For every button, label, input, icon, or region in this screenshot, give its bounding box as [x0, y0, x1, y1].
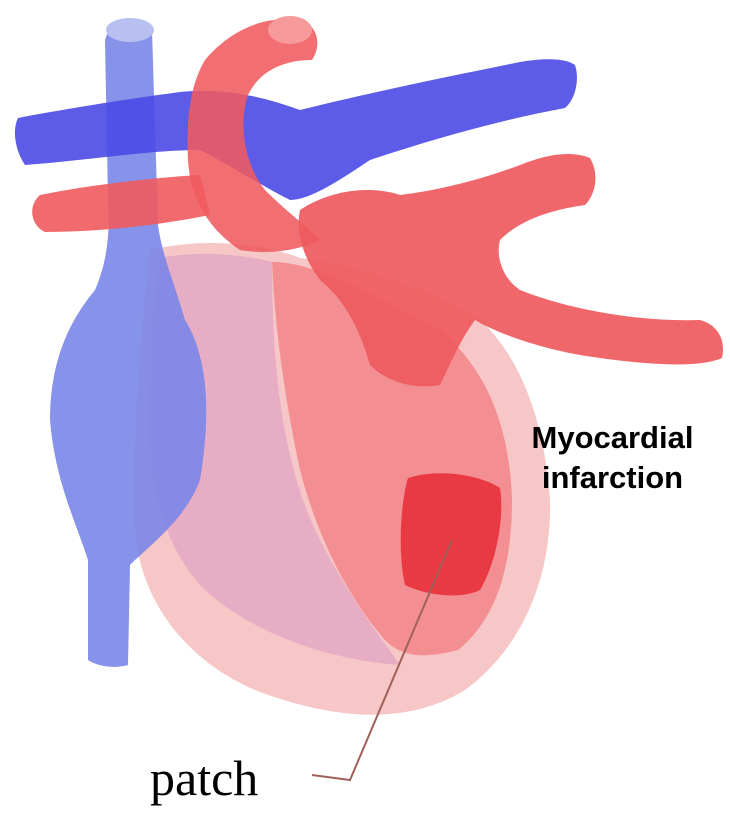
infarction-label-line2: infarction [505, 458, 720, 498]
vena-cava-opening [106, 18, 154, 42]
patch-label: patch [150, 748, 258, 808]
myocardial-infarction-label: Myocardial infarction [505, 418, 720, 498]
left-artery-branch [32, 175, 210, 232]
aorta-opening [268, 16, 312, 44]
infarction-label-line1: Myocardial [505, 418, 720, 458]
infarction-patch [401, 473, 502, 595]
